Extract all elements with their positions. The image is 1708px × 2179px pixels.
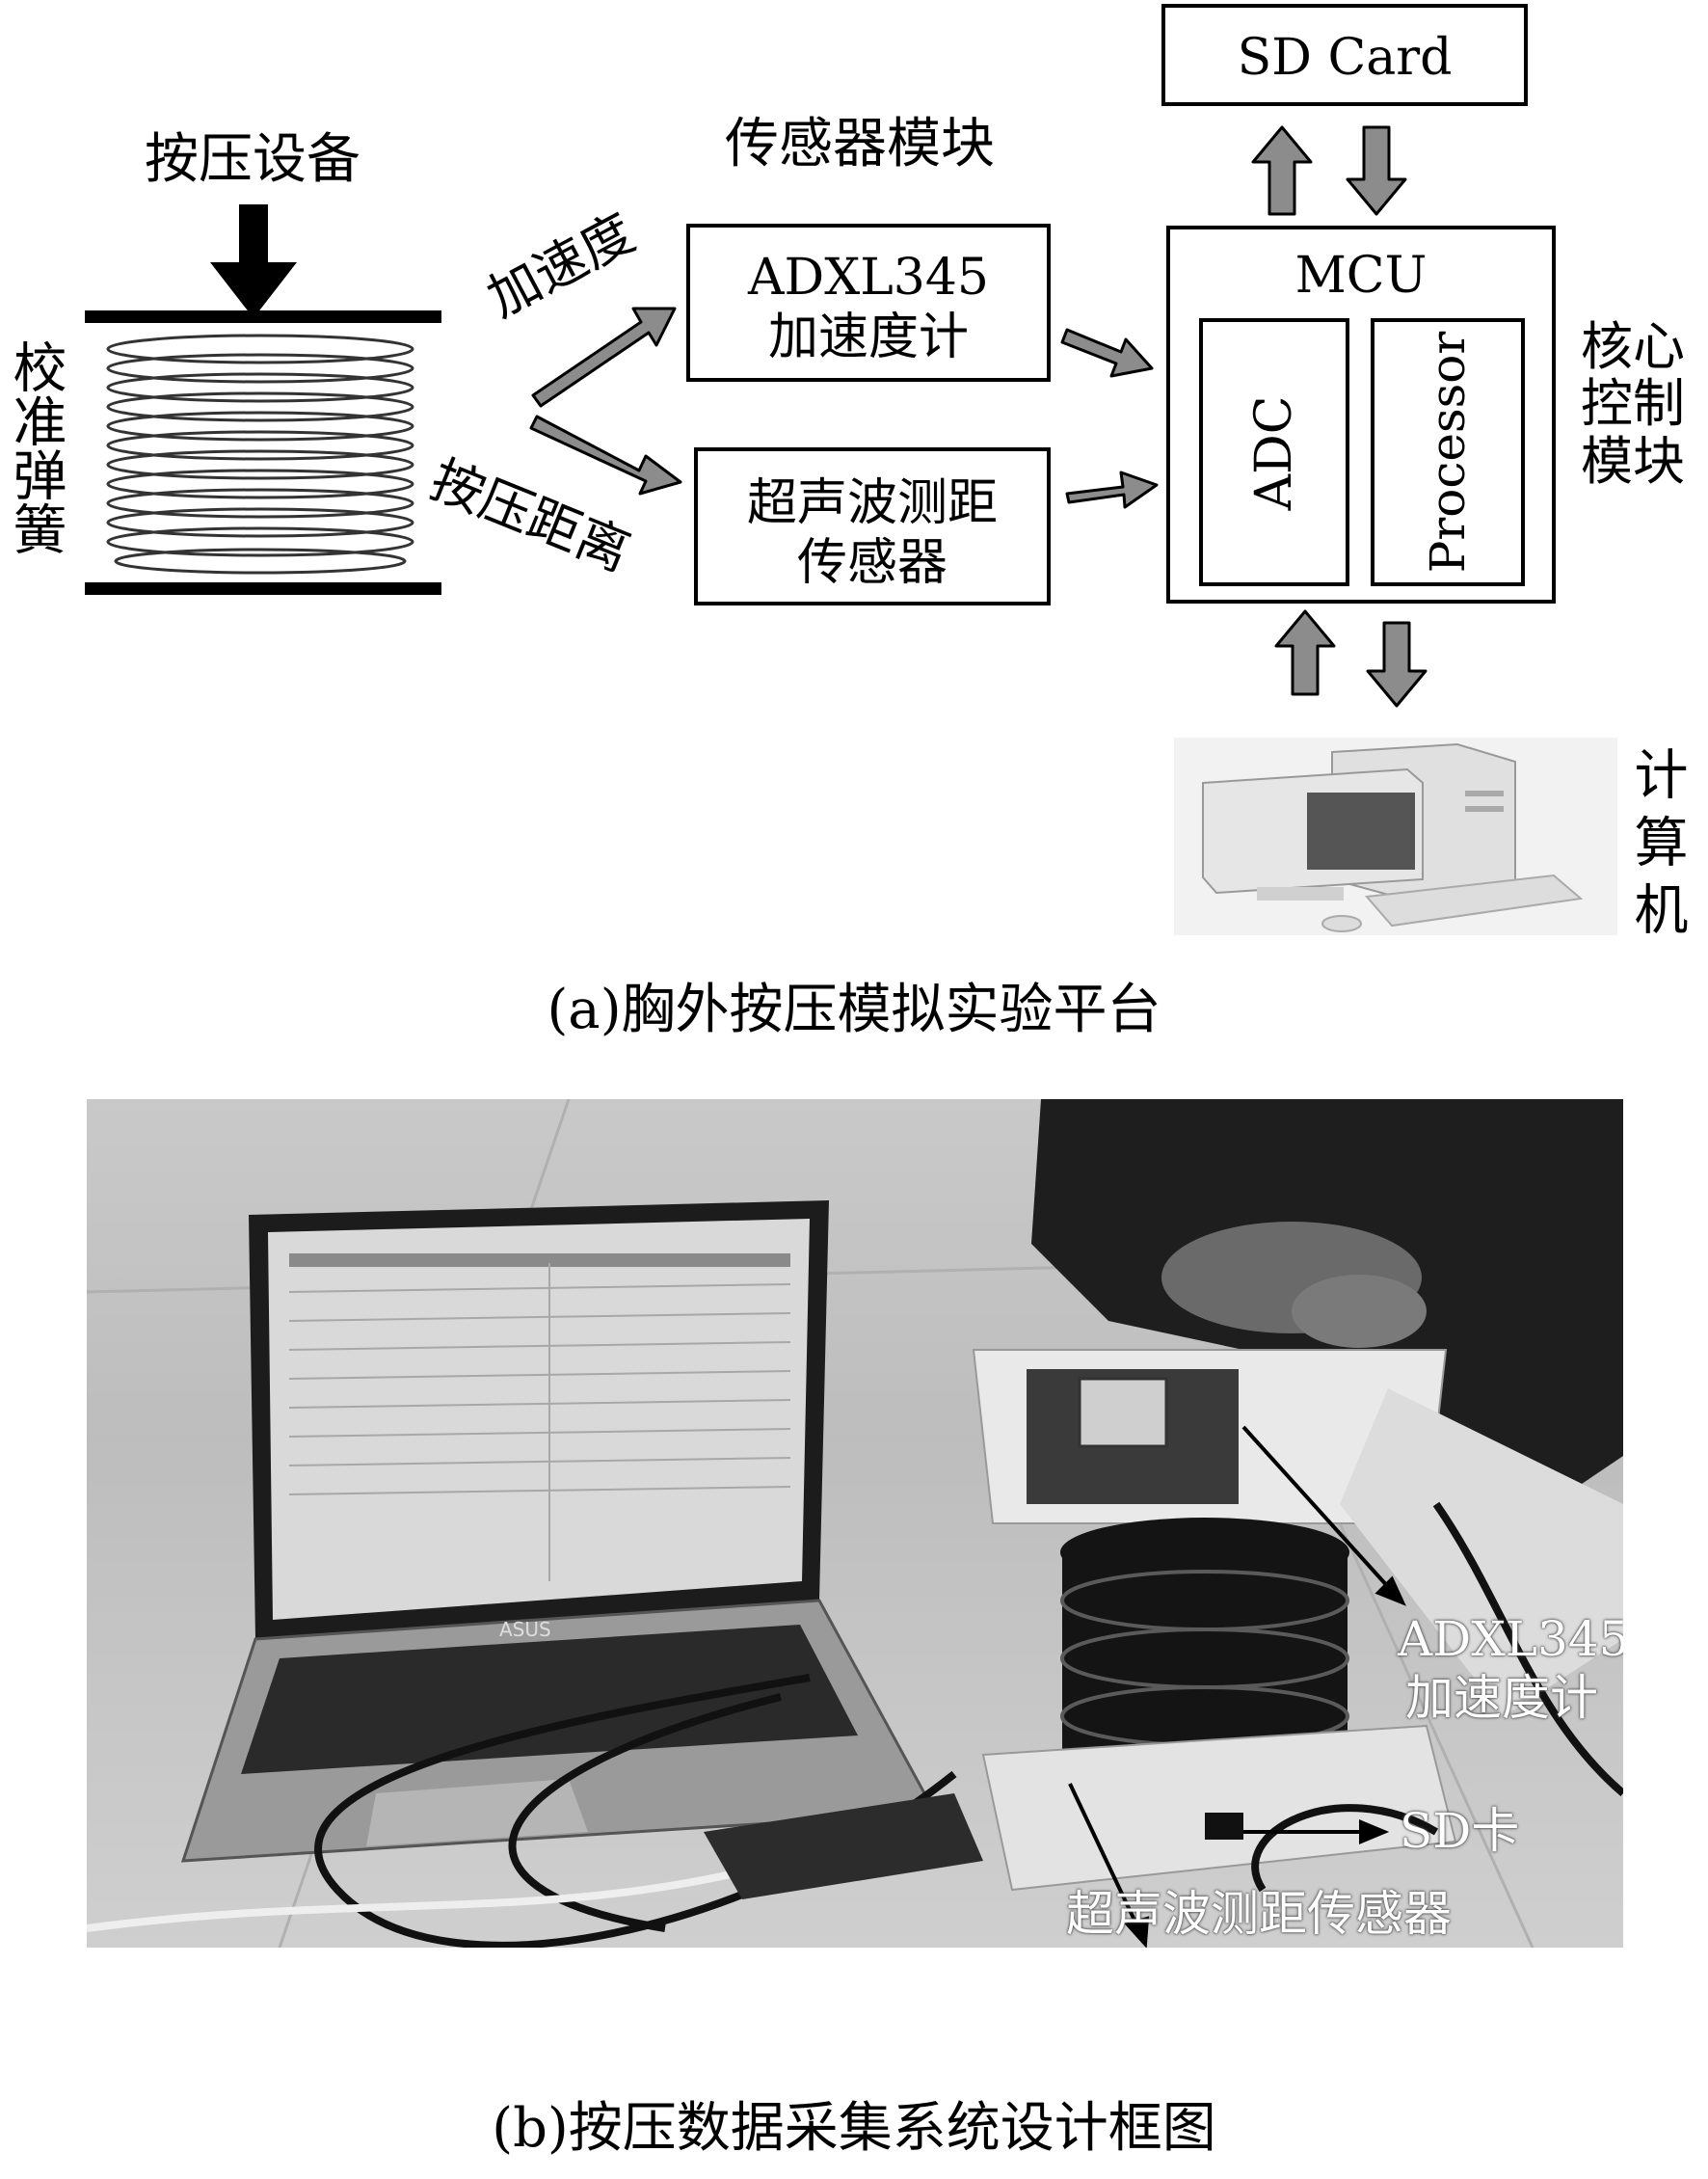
arrow-accel-mcu-icon xyxy=(1060,328,1154,378)
core-module-label: 核心控制模块 xyxy=(1581,316,1685,492)
laptop-brand: ASUS xyxy=(499,1618,551,1641)
sd-card-label: SD Card xyxy=(1237,29,1453,87)
computer-icon xyxy=(1174,738,1617,935)
accelerometer-box: ADXL345 加速度计 xyxy=(686,224,1051,382)
photo-ultrasonic-label: 超声波测距传感器 xyxy=(1066,1886,1452,1942)
computer-label: 计算机 xyxy=(1625,746,1688,949)
press-device-label: 按压设备 xyxy=(145,128,360,191)
accelerometer-model: ADXL345 xyxy=(747,249,990,307)
diagram-graphics xyxy=(85,125,1617,935)
adc-box: ADC xyxy=(1199,318,1349,586)
arrow-mcu-to-pc-icon xyxy=(1366,621,1428,708)
caption-b: (b)按压数据采集系统设计框图 xyxy=(492,2097,1216,2160)
mcu-label: MCU xyxy=(1294,247,1428,305)
accelerometer-name: 加速度计 xyxy=(767,309,969,366)
caption-a: (a)胸外按压模拟实验平台 xyxy=(547,979,1161,1041)
photo-accelerometer-name: 加速度计 xyxy=(1405,1670,1598,1726)
adc-label: ADC xyxy=(1245,395,1303,511)
system-photo: ASUS ADXL345 加速度计 SD卡 超声波测距传感器 xyxy=(87,1099,1623,1948)
mcu-box: MCU ADC Processor xyxy=(1166,226,1556,604)
arrow-pc-to-mcu-icon xyxy=(1274,609,1336,696)
arrow-mcu-to-sd-icon xyxy=(1251,125,1313,216)
processor-box: Processor xyxy=(1371,318,1525,586)
top-plate xyxy=(85,310,441,323)
press-arrow xyxy=(210,204,297,318)
arrow-ultra-mcu-icon xyxy=(1065,471,1159,509)
ultrasonic-name-line2: 传感器 xyxy=(796,534,947,592)
ultrasonic-box: 超声波测距 传感器 xyxy=(694,447,1051,605)
photo-accelerometer-model: ADXL345 xyxy=(1398,1611,1623,1667)
photo-graphics xyxy=(87,1099,1623,1948)
arrow-accel-icon xyxy=(531,307,677,408)
arrow-distance-icon xyxy=(529,415,682,496)
spring-icon xyxy=(106,334,414,575)
processor-label: Processor xyxy=(1420,331,1476,574)
sd-card-box: SD Card xyxy=(1161,4,1528,106)
bottom-plate xyxy=(85,582,441,595)
arrow-sd-to-mcu-icon xyxy=(1346,125,1407,216)
spring-label: 校准弹簧 xyxy=(4,339,67,555)
photo-sd-label: SD卡 xyxy=(1400,1803,1520,1859)
sensor-module-title: 传感器模块 xyxy=(725,113,995,175)
ultrasonic-name-line1: 超声波测距 xyxy=(746,474,998,532)
laptop-icon xyxy=(180,1200,938,1863)
